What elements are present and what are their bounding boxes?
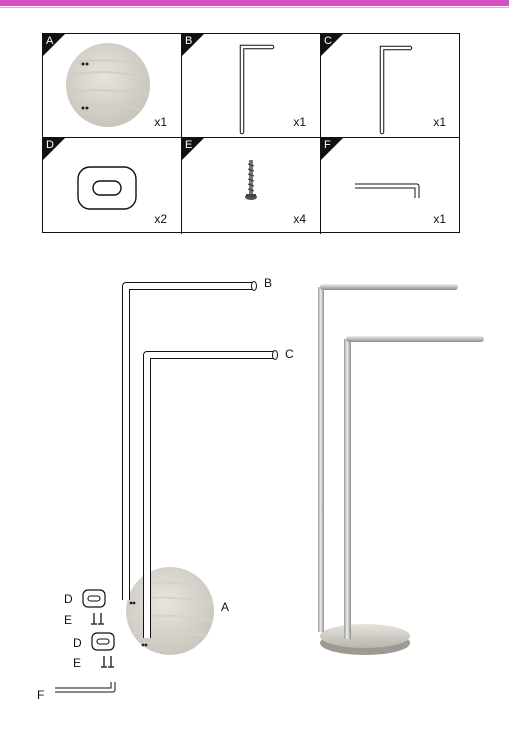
assembly-bar-c xyxy=(143,350,278,638)
label-e-2: E xyxy=(73,656,82,670)
part-cell-e: E x4 xyxy=(182,138,321,234)
assembly-base xyxy=(126,567,214,655)
parts-grid: A x1 B x1 C x1 xyxy=(42,33,460,234)
part-letter: A xyxy=(46,35,54,47)
top-accent-line xyxy=(0,7,509,8)
round-base-icon xyxy=(66,43,150,127)
l-bar-icon xyxy=(239,44,275,135)
l-bar-icon xyxy=(379,45,413,135)
product-photo xyxy=(300,263,492,673)
label-b: B xyxy=(264,276,273,290)
washer-plate-icon xyxy=(77,166,137,210)
part-cell-b: B x1 xyxy=(182,34,321,138)
allen-key-icon xyxy=(355,183,420,198)
part-cell-a: A x1 xyxy=(43,34,182,138)
label-e-1: E xyxy=(64,613,73,627)
part-letter: C xyxy=(324,35,332,47)
assembly-drawing xyxy=(55,281,278,693)
assembly-allen-key xyxy=(55,682,116,693)
part-letter: F xyxy=(324,139,331,151)
screws-2 xyxy=(101,656,114,668)
part-cell-f: F x1 xyxy=(321,138,460,234)
screw-icon xyxy=(245,160,257,200)
corner-tab xyxy=(43,138,65,160)
label-f: F xyxy=(37,688,45,702)
part-qty: x4 xyxy=(293,212,306,226)
part-letter: D xyxy=(46,139,54,151)
label-c: C xyxy=(285,347,294,361)
washer-plate-1 xyxy=(82,589,106,608)
label-a: A xyxy=(221,600,230,614)
part-cell-d: D x2 xyxy=(43,138,182,234)
assembly-bar-b xyxy=(122,281,257,600)
screws-1 xyxy=(91,613,104,625)
washer-plate-2 xyxy=(91,632,115,651)
part-cell-c: C x1 xyxy=(321,34,460,138)
label-d-2: D xyxy=(73,636,82,650)
corner-tab xyxy=(182,34,204,56)
corner-tab xyxy=(43,34,65,56)
part-qty: x1 xyxy=(433,115,446,129)
part-qty: x2 xyxy=(154,212,167,226)
part-letter: B xyxy=(185,35,193,47)
part-qty: x1 xyxy=(293,115,306,129)
corner-tab xyxy=(321,138,343,160)
top-accent-bar xyxy=(0,0,509,6)
label-d-1: D xyxy=(64,592,73,606)
part-qty: x1 xyxy=(154,115,167,129)
part-letter: E xyxy=(185,139,193,151)
corner-tab xyxy=(182,138,204,160)
towel-stand-photo xyxy=(318,284,484,655)
corner-tab xyxy=(321,34,343,56)
part-qty: x1 xyxy=(433,212,446,226)
